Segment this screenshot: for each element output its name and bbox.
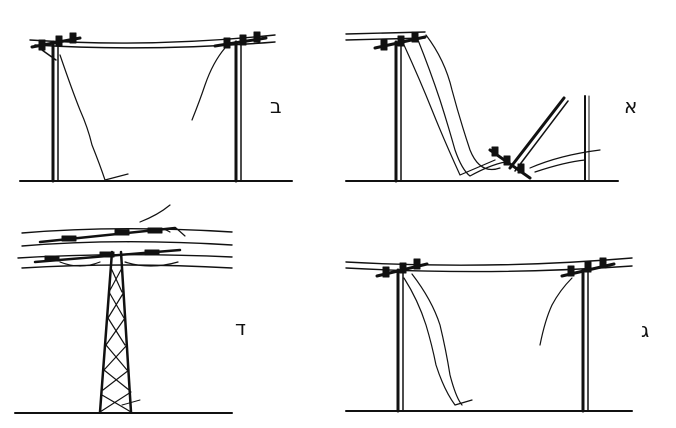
panel-label-d: ד [235, 316, 246, 340]
power-line [345, 265, 633, 273]
panel-label-a: א [624, 94, 638, 118]
utility-pole [30, 32, 82, 183]
utility-pole [375, 258, 429, 413]
utility-pole [213, 31, 268, 183]
panel-d-drawing [14, 204, 233, 414]
sagging-wire [425, 34, 501, 171]
power-line [345, 257, 633, 266]
power-line [21, 264, 233, 269]
power-line [21, 241, 233, 247]
panel-label-b: ב [270, 94, 282, 118]
sagging-wire [403, 44, 496, 176]
panel-a-drawing [345, 31, 619, 183]
utility-pole [373, 31, 427, 183]
panel-b-drawing [19, 31, 293, 183]
power-line [21, 228, 233, 234]
power-line [345, 31, 426, 35]
broken-wire [59, 54, 129, 181]
broken-wire [403, 277, 473, 406]
broken-wire [411, 273, 463, 406]
panel-label-c: ג [641, 318, 650, 342]
broken-wire [539, 277, 573, 346]
power-line [29, 34, 276, 44]
sagging-wire [417, 39, 506, 177]
broken-wire [191, 47, 226, 121]
utility-pole [560, 257, 616, 413]
power-line [345, 37, 426, 41]
power-line [34, 41, 276, 49]
power-line [17, 254, 233, 259]
fallen-pole [488, 96, 569, 180]
lattice-tower [98, 250, 141, 414]
panel-c-drawing [345, 257, 633, 413]
